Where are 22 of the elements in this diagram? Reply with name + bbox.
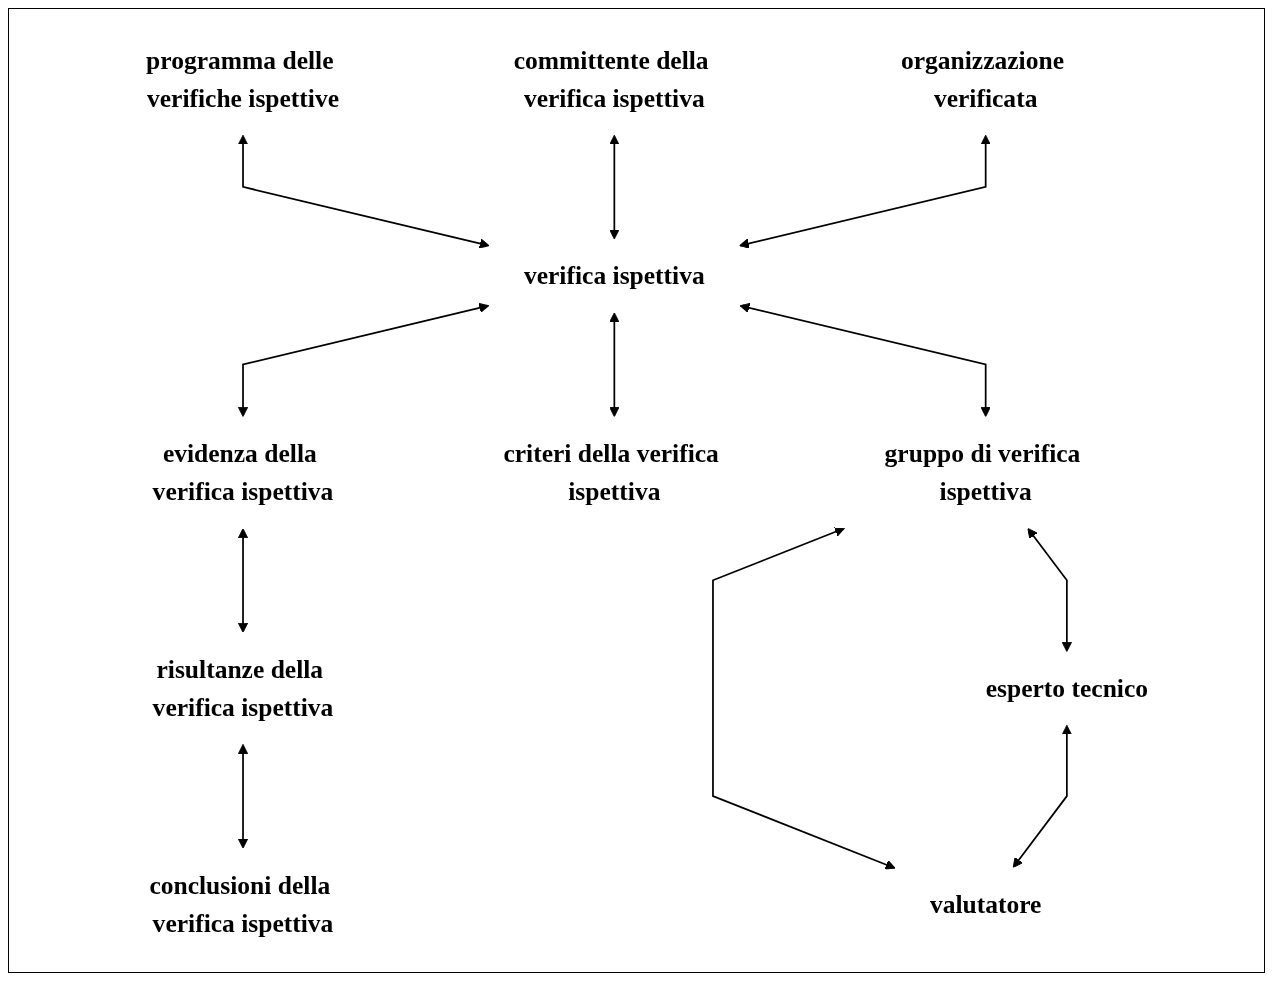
- node-text: evidenza della verifica ispettiva: [152, 438, 334, 506]
- node-text: criteri della verifica ispettiva: [503, 438, 719, 506]
- node-text: gruppo di verifica ispettiva: [884, 438, 1081, 506]
- arrow: [739, 134, 991, 249]
- arrow: [237, 134, 490, 249]
- arrow: [739, 302, 991, 418]
- node-text: organizzazione verificata: [900, 45, 1065, 113]
- arrow: [237, 302, 490, 418]
- node-text: risultanze della verifica ispettiva: [152, 654, 334, 722]
- arrow: [1027, 527, 1072, 653]
- node-text: valutatore: [929, 889, 1042, 919]
- arrow: [237, 743, 249, 849]
- arrow: [609, 312, 620, 418]
- node-text: esperto tecnico: [985, 673, 1149, 703]
- node-text: programma delle verifiche ispettive: [146, 45, 340, 113]
- node-text: committente della verifica ispettiva: [513, 45, 709, 113]
- node-text: verifica ispettiva: [523, 261, 705, 291]
- arrow: [237, 528, 249, 633]
- arrow: [1012, 724, 1072, 868]
- arrow: [609, 134, 620, 240]
- arrow: [712, 526, 896, 870]
- node-text: conclusioni della verifica ispettiva: [149, 870, 334, 938]
